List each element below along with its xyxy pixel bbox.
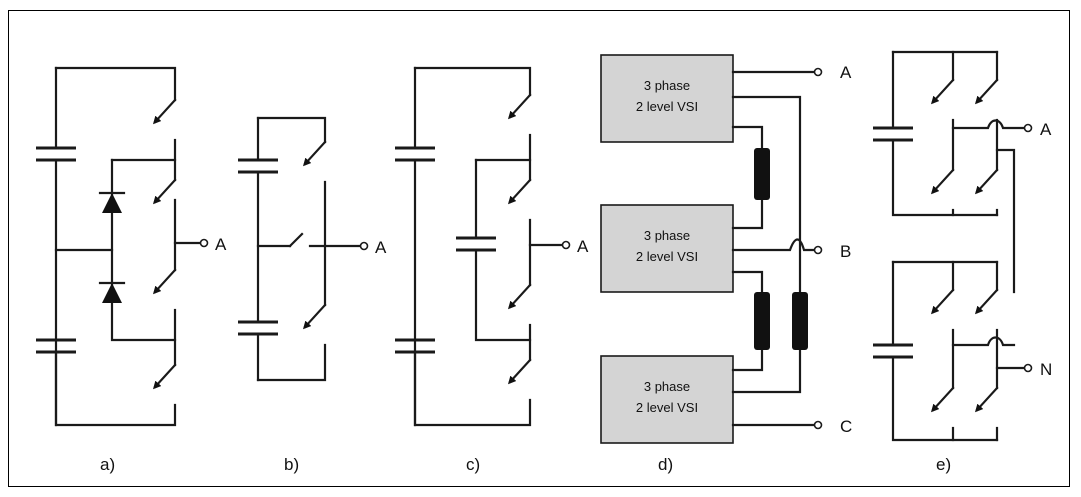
vsi-block-3-line2: 2 level VSI: [636, 400, 698, 415]
terminal-label-e-a: A: [1040, 120, 1052, 139]
vsi-block-1-line2: 2 level VSI: [636, 99, 698, 114]
terminal-d-b: [813, 245, 823, 255]
circuit-c: A c): [395, 66, 589, 474]
terminal-e-a: [1023, 123, 1033, 133]
vsi-block-3-line1: 3 phase: [644, 379, 690, 394]
terminal-label-d-b: B: [840, 242, 851, 261]
inductor-2: [754, 292, 770, 350]
vsi-block-3: [600, 355, 734, 444]
terminal-label-d-a: A: [840, 63, 852, 82]
terminal-label-c: A: [577, 237, 589, 256]
caption-a: a): [100, 455, 115, 474]
vsi-block-2-line2: 2 level VSI: [636, 249, 698, 264]
vsi-block-1: [600, 54, 734, 143]
caption-d: d): [658, 455, 673, 474]
caption-b: b): [284, 455, 299, 474]
circuit-b: A b): [238, 116, 387, 474]
terminal-d-c: [813, 420, 823, 430]
terminal-label-b: A: [375, 238, 387, 257]
vsi-block-2: [600, 204, 734, 293]
inductor-3: [792, 292, 808, 350]
terminal-b-a: [359, 241, 369, 251]
caption-e: e): [936, 455, 951, 474]
terminal-a-a: [199, 238, 209, 248]
terminal-label-e-n: N: [1040, 360, 1052, 379]
terminal-c-a: [561, 240, 571, 250]
circuit-d: 3 phase 2 level VSI 3 phase 2 level VSI …: [600, 54, 852, 474]
circuit-a: A a): [36, 66, 227, 474]
terminal-label-d-c: C: [840, 417, 852, 436]
circuit-e: A N e): [873, 50, 1052, 474]
caption-c: c): [466, 455, 480, 474]
vsi-block-1-line1: 3 phase: [644, 78, 690, 93]
vsi-block-2-line1: 3 phase: [644, 228, 690, 243]
terminal-e-n: [1023, 363, 1033, 373]
inductor-1: [754, 148, 770, 200]
terminal-d-a: [813, 67, 823, 77]
terminal-label-a: A: [215, 235, 227, 254]
